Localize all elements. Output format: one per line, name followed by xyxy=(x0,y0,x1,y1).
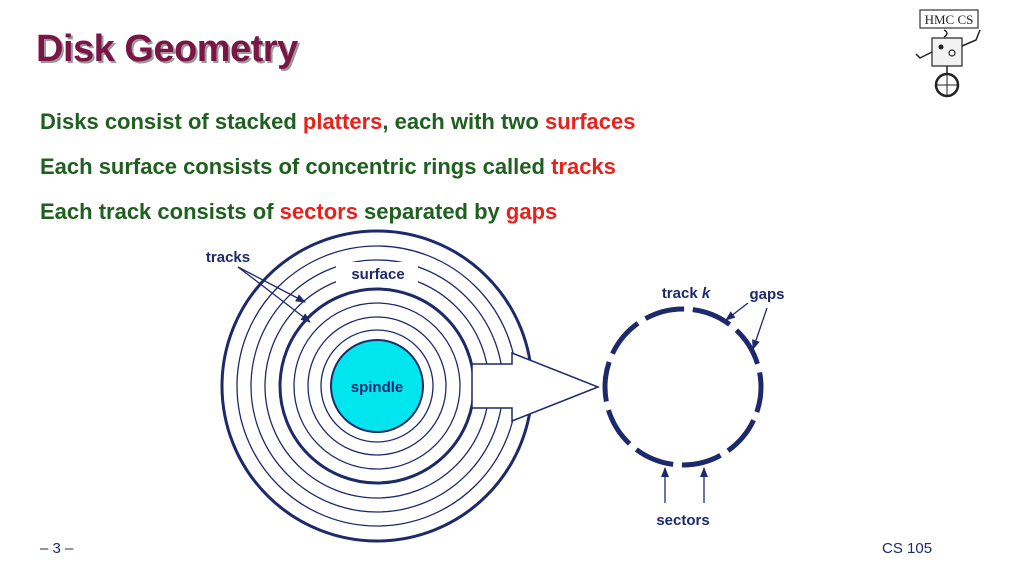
keyword-tracks: tracks xyxy=(551,154,616,179)
tracks-label: tracks xyxy=(206,249,250,266)
surface-label: surface xyxy=(351,266,404,283)
bullet-platters: Disks consist of stacked platters, each … xyxy=(40,109,635,135)
spindle-label: spindle xyxy=(351,379,404,396)
track-ring xyxy=(320,329,434,443)
track-ring xyxy=(293,302,461,470)
hmc-cs-robot-logo: HMC CS xyxy=(915,9,981,98)
keyword-platters: platters xyxy=(302,109,383,134)
keyword-surfaces: surfaces xyxy=(544,109,636,134)
track-k-prefix: track xyxy=(662,285,702,302)
bullet-text: separated by xyxy=(357,199,506,224)
bullet-sectors: Each track consists of sectors separated… xyxy=(40,199,557,225)
spindle xyxy=(330,339,424,433)
gaps-pointer-arrow xyxy=(752,307,768,350)
bullet-text: , each with two xyxy=(382,109,545,134)
logo-text: HMC CS xyxy=(925,12,974,27)
slide-title: Disk Geometry xyxy=(36,28,298,70)
sectors-label: sectors xyxy=(656,512,709,529)
track-k-variable: k xyxy=(702,285,711,302)
course-label: CS 105 xyxy=(882,540,933,557)
bullet-text: Each surface consists of concentric ring… xyxy=(40,154,552,179)
track-ring xyxy=(307,316,447,456)
surface-label-backing xyxy=(336,262,418,284)
bullet-text: Disks consist of stacked xyxy=(40,109,303,134)
track-k-label: track k xyxy=(662,285,711,302)
page-number: – 3 – xyxy=(40,540,74,557)
bullet-tracks: Each surface consists of concentric ring… xyxy=(40,154,616,180)
magnify-arrow xyxy=(471,351,601,423)
keyword-sectors: sectors xyxy=(279,199,358,224)
keyword-gaps: gaps xyxy=(505,199,558,224)
bullet-text: Each track consists of xyxy=(40,199,280,224)
tracks-pointer-arrow xyxy=(237,266,311,323)
track-k-sectors xyxy=(602,306,764,468)
gaps-pointer-arrow xyxy=(725,302,749,321)
tracks-pointer-arrow xyxy=(237,266,306,303)
gaps-label: gaps xyxy=(749,286,784,303)
